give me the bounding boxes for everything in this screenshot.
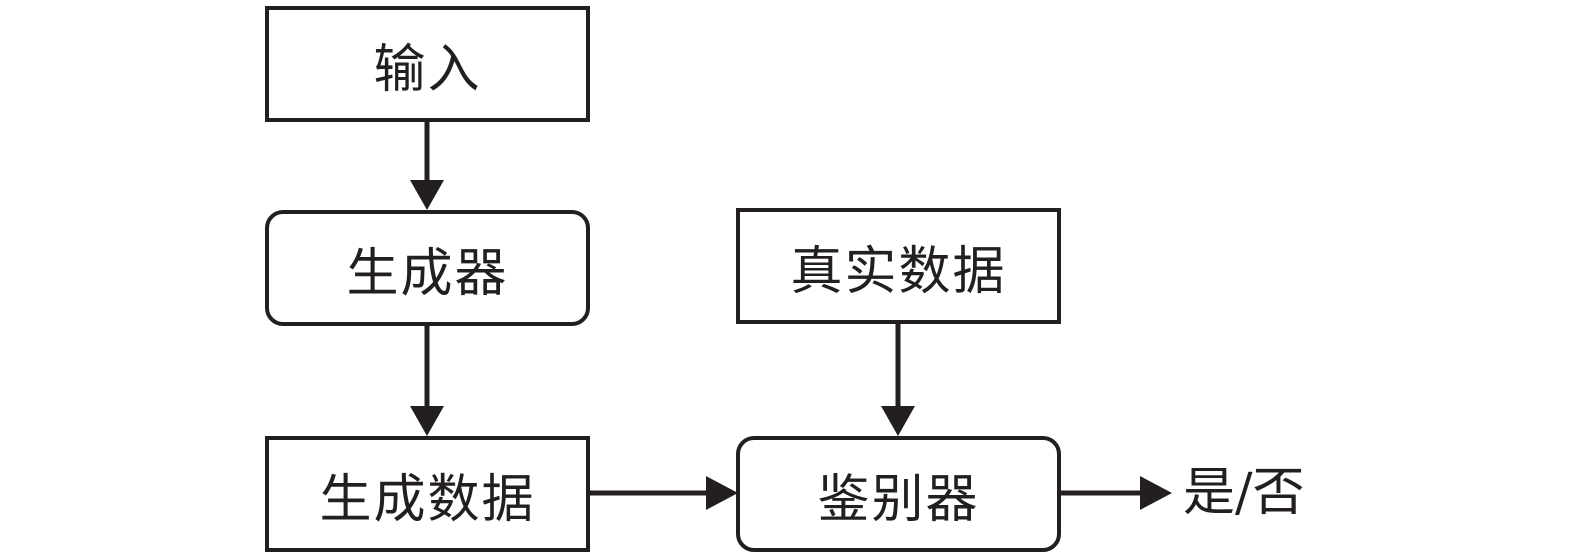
discriminator-box: 鉴别器 bbox=[736, 436, 1061, 552]
real-data-box: 真实数据 bbox=[736, 208, 1061, 324]
discriminator-label: 鉴别器 bbox=[817, 469, 980, 530]
input-label: 输入 bbox=[373, 39, 482, 100]
arrow-input-to-generator bbox=[410, 120, 444, 210]
generator-label: 生成器 bbox=[346, 243, 509, 304]
generated-data-label: 生成数据 bbox=[319, 469, 536, 530]
arrow-real-data-to-discriminator bbox=[881, 324, 915, 436]
real-data-label: 真实数据 bbox=[790, 241, 1007, 302]
arrow-generator-to-generated-data bbox=[410, 324, 444, 436]
arrow-generated-data-to-discriminator bbox=[590, 476, 738, 510]
output-label: 是/否 bbox=[1183, 463, 1305, 523]
generator-box: 生成器 bbox=[265, 210, 590, 326]
arrow-discriminator-to-output bbox=[1058, 476, 1172, 510]
generated-data-box: 生成数据 bbox=[265, 436, 590, 552]
input-box: 输入 bbox=[265, 6, 590, 122]
